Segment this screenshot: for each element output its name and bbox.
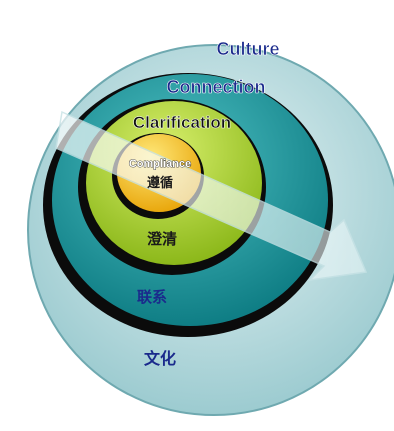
culture-label-en: Culture [217,39,280,59]
compliance-label-en: Compliance [129,158,191,170]
clarification-label-zh: 澄清 [147,230,177,248]
connection-label-zh: 联系 [137,288,167,306]
right-arrow-icon [55,110,368,282]
clarification-label-en: Clarification [133,113,231,132]
compliance-label-zh: 遵循 [147,175,173,191]
connection-label-en: Connection [167,77,266,97]
culture-label-zh: 文化 [144,349,176,368]
